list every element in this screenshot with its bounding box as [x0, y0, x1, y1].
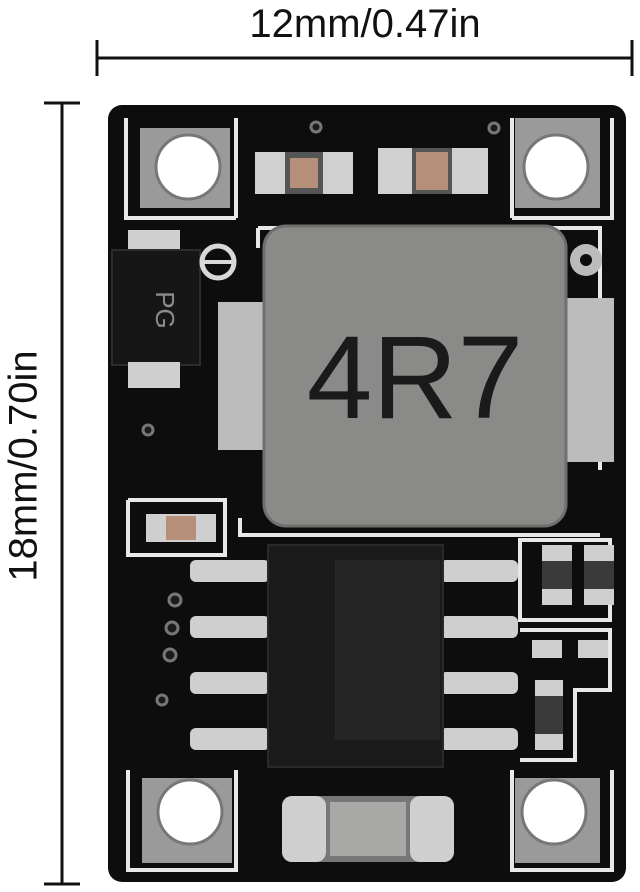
- inductor: [262, 224, 568, 528]
- mounting-holes: [140, 118, 600, 863]
- right-small-components: [532, 545, 614, 750]
- inductor-marking: 4R7: [307, 312, 523, 444]
- width-dimension-label: 12mm/0.47in: [249, 2, 481, 46]
- bottom-capacitor: [282, 796, 454, 862]
- small-capacitor: [146, 514, 216, 542]
- top-capacitors: [255, 148, 488, 194]
- test-pads: [199, 243, 602, 281]
- diode-marking: PG: [150, 291, 180, 329]
- vias: [141, 120, 501, 707]
- height-dimension-line: [44, 101, 80, 886]
- width-dimension-line: [95, 40, 634, 76]
- ic-chip: [190, 544, 518, 768]
- diode-component: [111, 230, 201, 388]
